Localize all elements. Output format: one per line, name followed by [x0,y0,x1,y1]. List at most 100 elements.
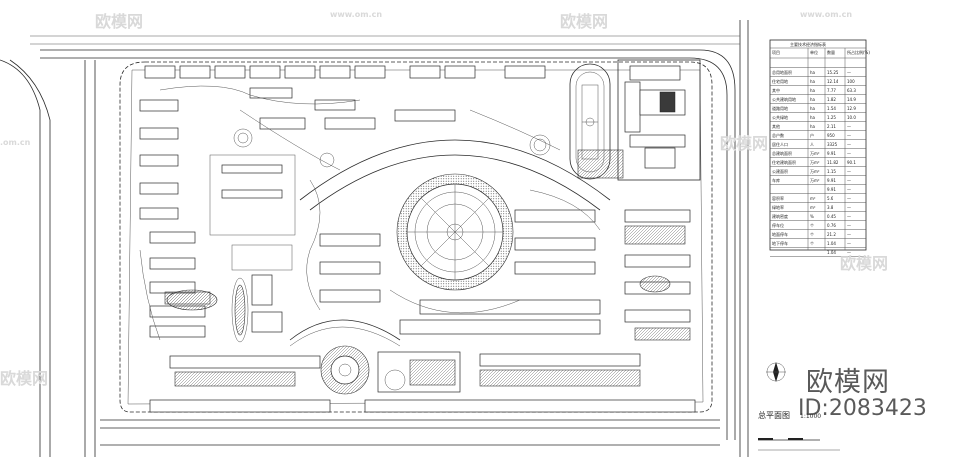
legend-cell: % [810,214,814,219]
legend-cell: 万m² [810,169,820,174]
buildings-bottom-row [149,353,696,413]
legend-cell: 14.9 [847,97,856,102]
legend-cell: 总用地面积 [772,70,792,75]
legend-cell: — [847,250,851,255]
legend-cell: 建筑密度 [772,214,788,219]
watermark-brand-1: 欧模网 [560,12,609,31]
legend-cell: ha [810,106,815,111]
legend-cell: — [847,124,851,129]
legend-cell: 居住人口 [772,142,788,147]
legend-cell: 12.9 [847,106,856,111]
left-plaza [209,154,296,333]
legend-cell: 万m² [810,178,820,183]
legend-table-frame [769,39,867,251]
legend-cell: 0.76 [827,223,836,228]
legend-cell: ha [810,88,815,93]
legend-cell: 3.8 [827,205,834,210]
watermark-brand-4: 欧模网 [840,254,889,273]
legend-cell: 12.14 [827,79,839,84]
legend-header-cell: 单位 [810,50,818,55]
watermark-id: ID:2083423 [798,396,927,421]
legend-cell: ha [810,97,815,102]
legend-cell: 地下停车 [772,241,788,246]
legend-cell: 个 [810,223,814,228]
central-plaza [299,139,611,291]
legend-cell: 总建筑面积 [772,151,792,156]
legend-cell: — [847,70,851,75]
legend-table-rows [770,67,866,257]
legend-cell: 90.1 [847,160,856,165]
buildings-top-row [144,65,546,79]
legend-cell: 人 [810,142,814,147]
legend-cell: 2.11 [827,124,836,129]
legend-cell: 9.91 [827,151,836,156]
legend-cell: — [847,205,851,210]
sports-field [569,63,624,180]
legend-cell: 容积率 [772,196,784,201]
legend-cell: 9.91 [827,178,836,183]
legend-header-cell: 项目 [772,50,780,55]
legend-cell: 5.6 [827,196,834,201]
small-round-features [166,128,671,395]
legend-cell: 1.54 [827,106,836,111]
legend-header-cell: 数量 [827,50,835,55]
legend-cell: 10.0 [847,115,856,120]
legend-cell: 1.04 [827,250,836,255]
legend-cell: 其中 [772,88,780,93]
legend-cell: 户 [810,133,814,138]
watermark-brand-2: 欧模网 [95,12,144,31]
legend-cell: — [847,169,851,174]
legend-cell: 11.82 [827,160,839,165]
legend-cell: 其他 [772,124,780,129]
legend-cell: — [847,142,851,147]
legend-cell: 公建面积 [772,169,788,174]
legend-cell: 3325 [827,142,838,147]
legend-cell: m² [810,205,816,210]
legend-cell: — [847,187,851,192]
legend-cell: 道路用地 [772,106,788,111]
legend-cell: — [847,178,851,183]
legend-cell: 个 [810,241,814,246]
legend-cell: 1.82 [827,97,836,102]
legend-cell: 车库 [772,178,780,183]
legend-cell: 1.04 [827,241,836,246]
legend-cell: 63.3 [847,88,856,93]
legend-cell: 停车位 [772,223,784,228]
legend-cell: ha [810,115,815,120]
legend-cell: — [847,232,851,237]
legend-cell: — [847,151,851,156]
legend-cell: ha [810,70,815,75]
legend-cell: 总户数 [772,133,784,138]
legend-cell: 公共建筑用地 [772,97,796,102]
drawing-frame [30,20,749,457]
legend-cell: 100 [847,79,855,84]
watermark-site-2: www.om.cn [800,10,853,19]
legend-cell: ha [810,79,815,84]
legend-cell: 21.2 [827,232,836,237]
landscape-paths [139,85,601,347]
legend-header-cell: 所占比例(%) [847,50,870,55]
watermark-brand-3: 欧模网 [720,134,769,153]
watermark-site-short: .om.cn [0,138,31,147]
legend-table-title: 主要技术经济指标表 [790,42,826,47]
watermark-brand-large: 欧模网 [806,367,890,398]
legend-cell: 950 [827,133,835,138]
legend-cell: — [847,241,851,246]
plan-scale: 1:1000 [800,413,822,420]
legend-cell: — [847,133,851,138]
legend-cell: m² [810,196,816,201]
legend-cell: — [847,223,851,228]
watermark-site-1: www.om.cn [330,10,383,19]
legend-cell: 个 [810,232,814,237]
buildings-left-column [139,99,206,338]
legend-cell: 7.77 [827,88,836,93]
legend-cell: 住宅用地 [772,79,788,84]
legend-cell: 9.91 [827,187,836,192]
school-complex [617,59,701,181]
legend-cell: 地面停车 [772,232,788,237]
legend-cell: — [847,214,851,219]
north-arrow-icon [766,362,786,382]
clubhouse [377,351,461,393]
legend-cell: 1.15 [827,169,836,174]
